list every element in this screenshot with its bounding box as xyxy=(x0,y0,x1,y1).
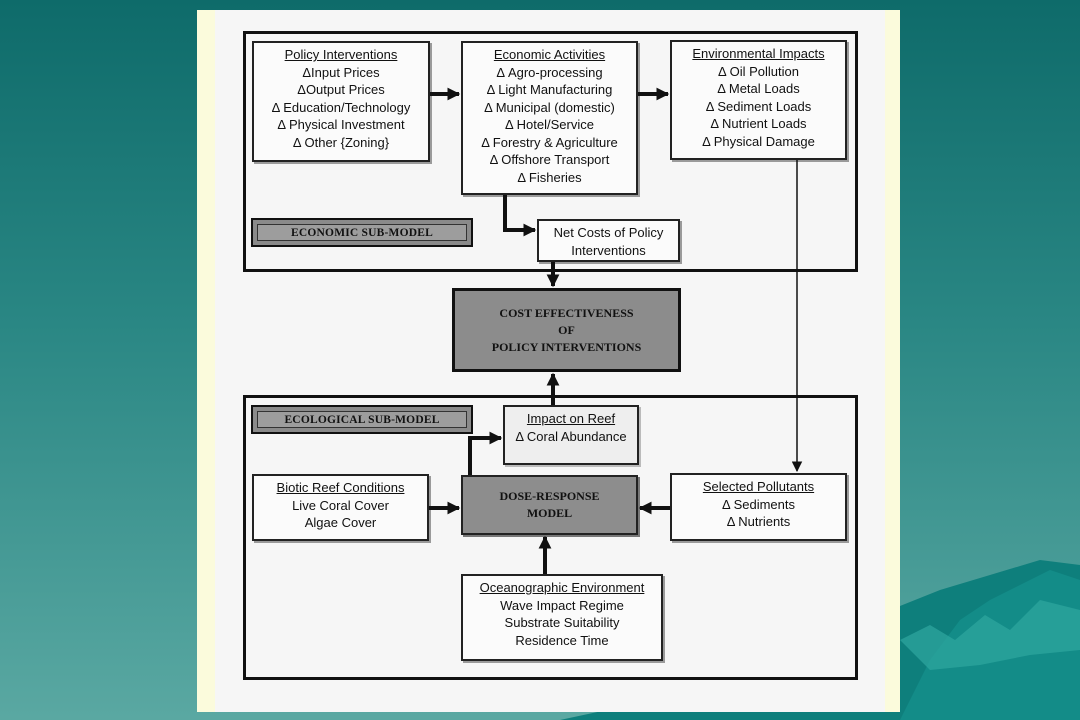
environmental-item: Δ Nutrient Loads xyxy=(710,116,807,131)
dose-response-line: MODEL xyxy=(526,506,573,520)
economic-item: Δ Forestry & Agriculture xyxy=(481,134,618,150)
economic-activities-box: Economic Activities Δ Agro-processing Δ … xyxy=(461,41,638,195)
policy-item: ΔInput Prices xyxy=(302,64,380,80)
impact-on-reef-box: Impact on Reef Δ Coral Abundance xyxy=(503,405,639,465)
oceanographic-box: Oceanographic Environment Wave Impact Re… xyxy=(461,574,663,661)
economic-item: Δ Light Manufacturing xyxy=(486,82,613,97)
cost-effectiveness-line: POLICY INTERVENTIONS xyxy=(491,339,642,354)
cost-effectiveness-box: COST EFFECTIVENESS OF POLICY INTERVENTIO… xyxy=(452,288,681,372)
economic-submodel-label-text: ECONOMIC SUB-MODEL xyxy=(291,226,433,239)
net-costs-line: Net Costs of Policy xyxy=(553,225,664,240)
policy-title: Policy Interventions xyxy=(284,47,398,62)
ecological-submodel-label: ECOLOGICAL SUB-MODEL xyxy=(251,405,473,434)
economic-submodel-frame xyxy=(243,31,858,272)
economic-item: Δ Offshore Transport xyxy=(489,152,610,167)
policy-item: Δ Education/Technology xyxy=(271,99,411,115)
impact-reef-item: Δ Coral Abundance xyxy=(515,428,627,444)
economic-item: Δ Municipal (domestic) xyxy=(484,99,615,115)
ecological-submodel-frame xyxy=(243,395,858,680)
economic-title: Economic Activities xyxy=(493,47,606,62)
biotic-reef-box: Biotic Reef Conditions Live Coral Cover … xyxy=(252,474,429,541)
economic-item: Δ Fisheries xyxy=(517,169,582,185)
pollutants-item: Δ Sediments xyxy=(722,496,795,512)
biotic-item: Live Coral Cover xyxy=(292,497,389,513)
pollutants-item: Δ Nutrients xyxy=(726,514,791,529)
environmental-item: Δ Physical Damage xyxy=(702,133,815,149)
environmental-item: Δ Sediment Loads xyxy=(705,98,812,114)
policy-item: Δ Other {Zoning} xyxy=(292,134,390,150)
selected-pollutants-box: Selected Pollutants Δ Sediments Δ Nutrie… xyxy=(670,473,847,541)
environmental-item: Δ Oil Pollution xyxy=(718,63,799,79)
impact-reef-title: Impact on Reef xyxy=(526,411,616,426)
oceanographic-item: Wave Impact Regime xyxy=(500,597,624,613)
biotic-title: Biotic Reef Conditions xyxy=(276,480,405,495)
policy-item: ΔOutput Prices xyxy=(297,82,385,97)
environmental-item: Δ Metal Loads xyxy=(717,81,800,96)
dose-response-line: DOSE-RESPONSE xyxy=(499,489,600,503)
biotic-item: Algae Cover xyxy=(304,515,377,530)
environmental-title: Environmental Impacts xyxy=(692,46,825,61)
cost-effectiveness-line: COST EFFECTIVENESS xyxy=(499,305,634,320)
cost-effectiveness-line: OF xyxy=(558,322,575,337)
net-costs-line: Interventions xyxy=(571,242,646,258)
oceanographic-title: Oceanographic Environment xyxy=(479,580,645,595)
environmental-impacts-box: Environmental Impacts Δ Oil Pollution Δ … xyxy=(670,40,847,160)
policy-item: Δ Physical Investment xyxy=(277,117,405,132)
oceanographic-item: Residence Time xyxy=(515,632,609,648)
pollutants-title: Selected Pollutants xyxy=(702,479,815,494)
dose-response-box: DOSE-RESPONSE MODEL xyxy=(461,475,638,535)
policy-interventions-box: Policy Interventions ΔInput Prices ΔOutp… xyxy=(252,41,430,162)
net-costs-box: Net Costs of Policy Interventions xyxy=(537,219,680,262)
economic-item: Δ Hotel/Service xyxy=(505,117,594,132)
ecological-submodel-label-text: ECOLOGICAL SUB-MODEL xyxy=(284,413,440,426)
economic-item: Δ Agro-processing xyxy=(496,64,603,80)
oceanographic-item: Substrate Suitability xyxy=(504,615,620,630)
economic-submodel-label: ECONOMIC SUB-MODEL xyxy=(251,218,473,247)
